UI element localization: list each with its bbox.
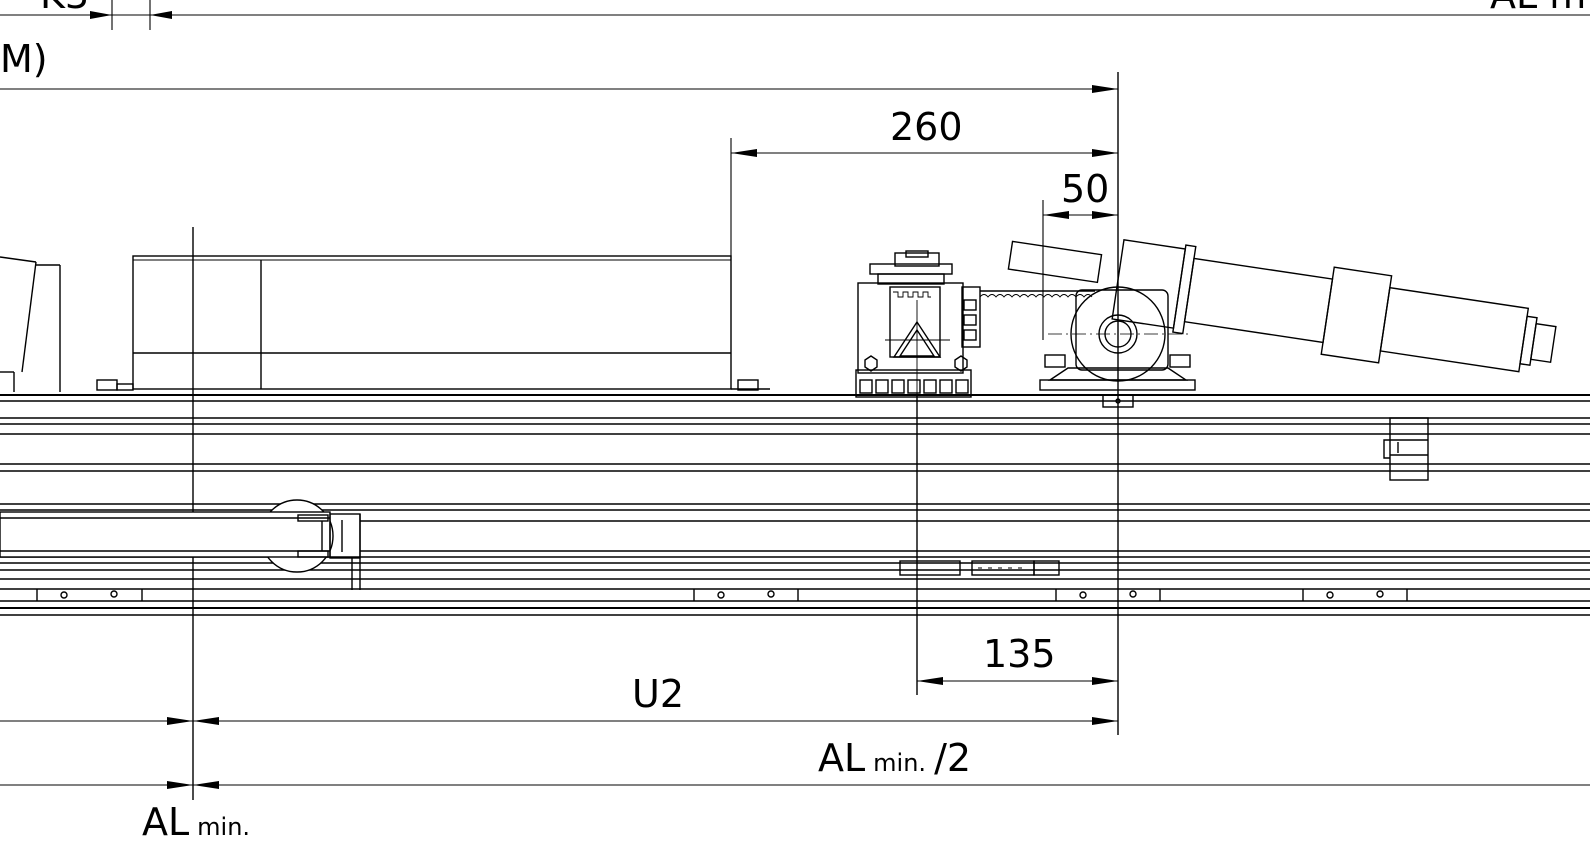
top-dimension-row (0, 0, 1590, 30)
end-stop (1383, 417, 1429, 481)
toothed-belt (979, 290, 1095, 298)
al-min-main: AL (142, 800, 189, 844)
belt-tensioner (855, 250, 981, 398)
dimension-u2 (0, 717, 1118, 725)
al-half-main: AL (818, 736, 865, 780)
dimension-al-half (0, 781, 1590, 789)
top-left-label-fragment: K3 (40, 0, 89, 17)
dimension-135 (917, 677, 1118, 685)
left-door-edge (0, 256, 61, 392)
overall-dimension-line (0, 85, 1118, 93)
mounting-plates (36, 589, 1408, 601)
dimension-50-label: 50 (1061, 167, 1109, 211)
belt-clamp (899, 560, 1060, 576)
top-right-label-fragment: AL m (1490, 0, 1586, 17)
al-min-sub: min. (197, 813, 250, 841)
al-half-tail: /2 (934, 736, 971, 780)
dimension-u2-label: U2 (632, 672, 684, 716)
dimension-260-label: 260 (890, 105, 963, 149)
al-half-sub: min. (873, 749, 926, 777)
dimension-al-min-label: AL min. (142, 800, 250, 844)
dimension-135-label: 135 (983, 632, 1056, 676)
dimension-260 (730, 138, 1118, 260)
dimension-al-half-label: AL min. /2 (818, 736, 971, 780)
door-carriage (0, 499, 361, 590)
drive-motor (1007, 239, 1557, 373)
track-profile (0, 394, 1590, 616)
control-unit-box (96, 255, 770, 391)
left-label-fragment: M) (0, 37, 48, 81)
dimension-50 (1042, 200, 1118, 340)
